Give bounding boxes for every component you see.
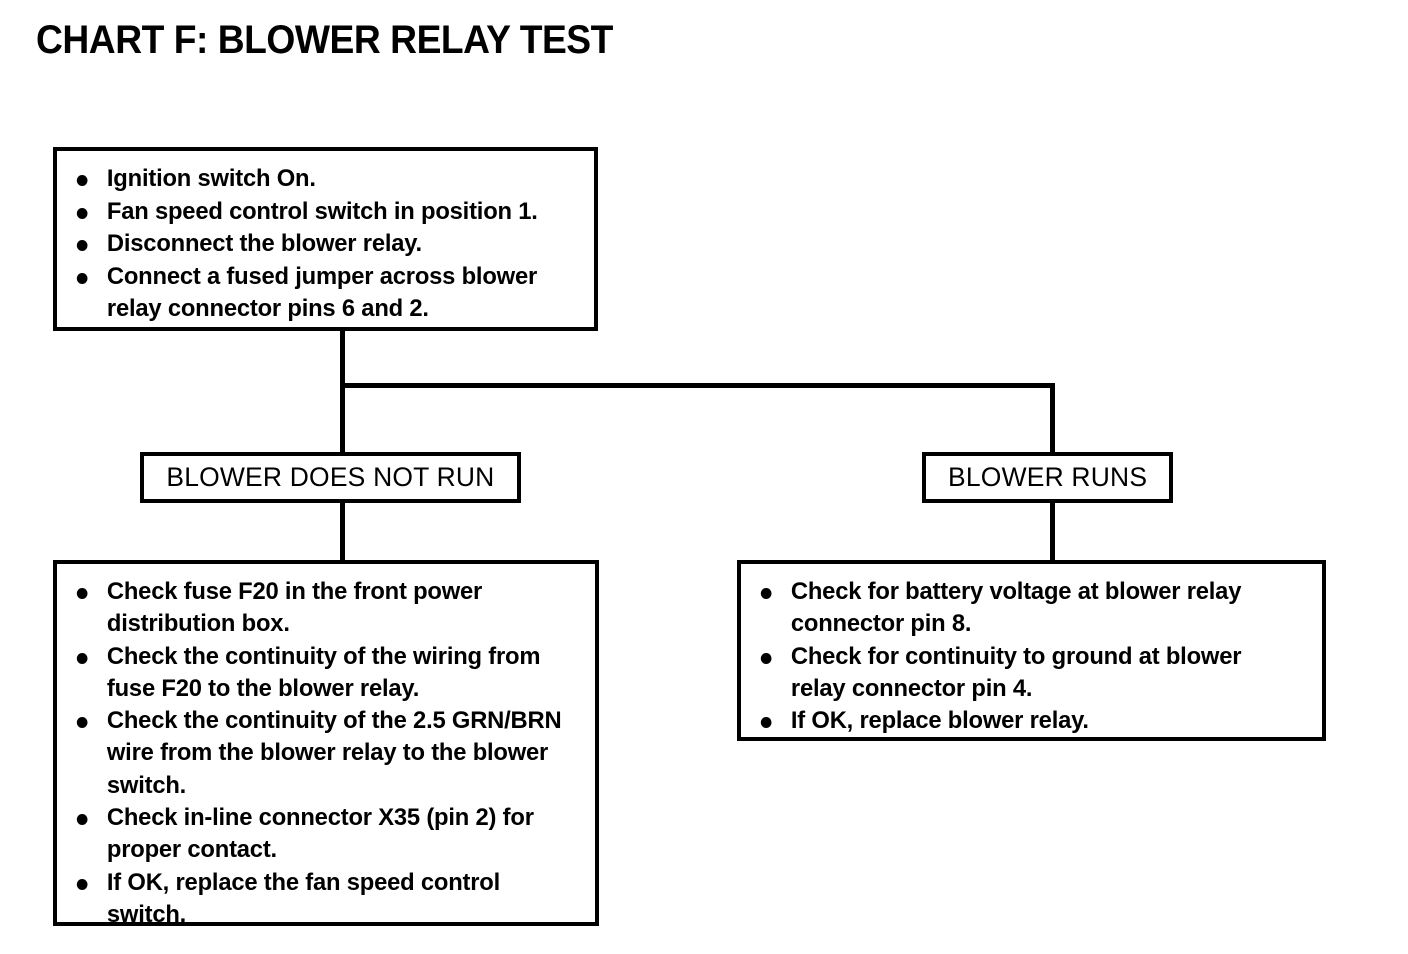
bullet-dot-icon <box>76 240 88 252</box>
branch-label-blower-runs: BLOWER RUNS <box>922 452 1173 503</box>
list-item: Check in-line connector X35 (pin 2) for … <box>71 802 570 866</box>
list-item: Check fuse F20 in the front power distri… <box>71 576 570 640</box>
list-item: Ignition switch On. <box>71 163 569 195</box>
bullet-dot-icon <box>76 717 88 729</box>
list-item: Check for continuity to ground at blower… <box>755 641 1295 705</box>
conditions-box: Ignition switch On. Fan speed control sw… <box>53 147 598 331</box>
list-item: Check for battery voltage at blower rela… <box>755 576 1295 640</box>
list-item: If OK, replace the fan speed control swi… <box>71 867 570 931</box>
connector-split-bar <box>340 383 1055 388</box>
bullet-dot-icon <box>760 588 772 599</box>
conditions-list: Ignition switch On. Fan speed control sw… <box>71 163 584 325</box>
bullet-dot-icon <box>76 588 88 599</box>
list-item-text: Check in-line connector X35 (pin 2) for … <box>106 804 534 864</box>
list-item: Check the continuity of the wiring from … <box>71 641 570 705</box>
bullet-dot-icon <box>76 272 88 284</box>
bullet-dot-icon <box>76 878 88 890</box>
branch-label-blower-does-not-run: BLOWER DOES NOT RUN <box>140 452 521 503</box>
left-actions-box: Check fuse F20 in the front power distri… <box>53 560 599 928</box>
branch-label-text: BLOWER RUNS <box>947 462 1148 492</box>
list-item-text: Fan speed control switch in position 1. <box>106 197 538 225</box>
list-item-text: Check the continuity of the wiring from … <box>106 642 541 702</box>
list-item-text: Check fuse F20 in the front power distri… <box>106 578 483 638</box>
connector-drop-to-right-actions <box>1050 501 1055 562</box>
list-item-text: Check for battery voltage at blower rela… <box>790 578 1242 638</box>
list-item-text: Connect a fused jumper across blower rel… <box>106 262 538 322</box>
list-item: Connect a fused jumper across blower rel… <box>71 261 569 325</box>
branch-label-text: BLOWER DOES NOT RUN <box>166 462 495 492</box>
list-item-text: Disconnect the blower relay. <box>106 230 422 258</box>
list-item-text: Check the continuity of the 2.5 GRN/BRN … <box>106 707 562 799</box>
list-item-text: If OK, replace blower relay. <box>790 707 1089 735</box>
list-item: Disconnect the blower relay. <box>71 228 569 260</box>
connector-stem-from-conditions <box>340 331 345 388</box>
list-item-text: If OK, replace the fan speed control swi… <box>106 868 501 928</box>
connector-drop-to-blower-does-not-run <box>340 383 345 454</box>
list-item: Check the continuity of the 2.5 GRN/BRN … <box>71 705 570 801</box>
list-item-text: Check for continuity to ground at blower… <box>790 642 1242 702</box>
bullet-dot-icon <box>76 175 88 186</box>
right-actions-box: Check for battery voltage at blower rela… <box>737 560 1326 741</box>
bullet-dot-icon <box>76 207 88 219</box>
bullet-dot-icon <box>760 652 772 664</box>
list-item: If OK, replace blower relay. <box>755 705 1295 737</box>
connector-drop-to-left-actions <box>340 501 345 562</box>
bullet-dot-icon <box>76 652 88 664</box>
connector-drop-to-blower-runs <box>1050 383 1055 454</box>
bullet-dot-icon <box>760 717 772 729</box>
list-item: Fan speed control switch in position 1. <box>71 196 569 228</box>
list-item-text: Ignition switch On. <box>106 165 316 192</box>
right-actions-list: Check for battery voltage at blower rela… <box>755 576 1312 737</box>
page-title: CHART F: BLOWER RELAY TEST <box>36 18 613 62</box>
left-actions-list: Check fuse F20 in the front power distri… <box>71 576 585 931</box>
bullet-dot-icon <box>76 814 88 826</box>
